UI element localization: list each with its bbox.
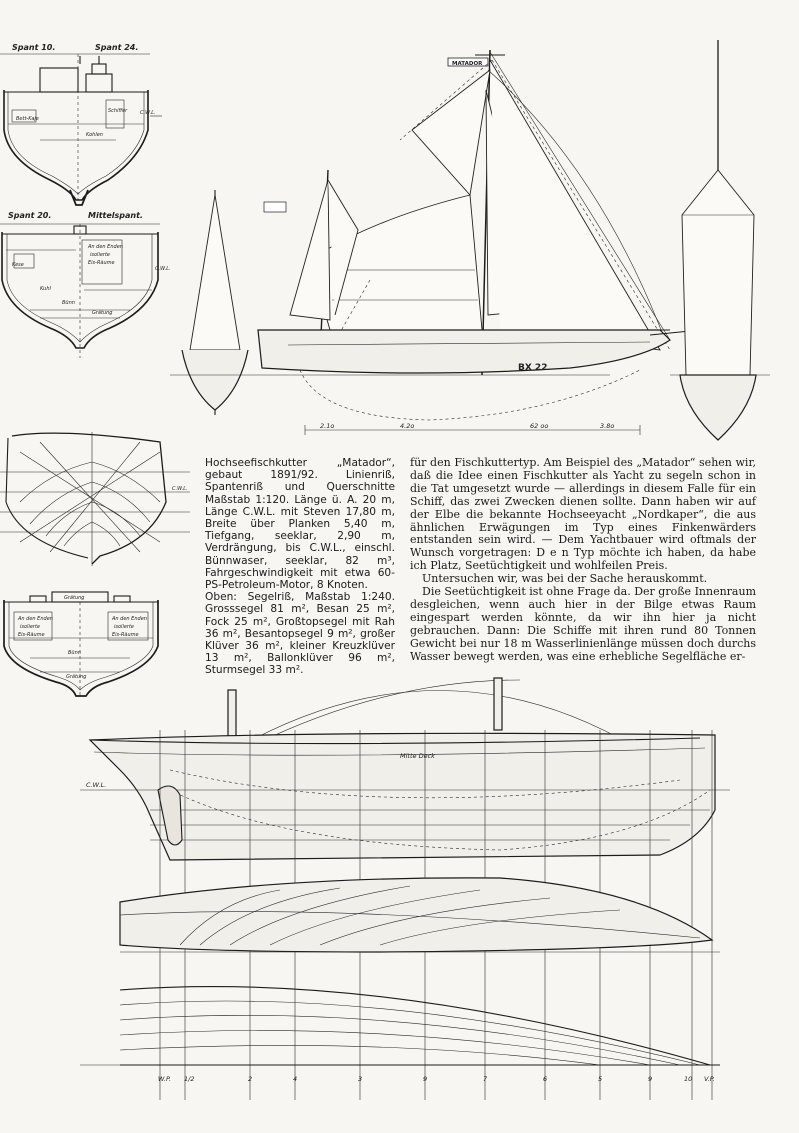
section-midship-drawing: Grätung An den Enden isolierte Eis-Räume…	[3, 591, 159, 697]
dim-4: 3.8o	[600, 422, 614, 430]
caption-spec: Hochseefischkutter „Matador“, gebaut 189…	[205, 457, 395, 592]
note-schiffer: Schiffer	[108, 108, 128, 114]
note-an-den-enden-1: An den Enden	[87, 244, 123, 250]
caption-sails: Oben: Segelriß, Maßstab 1:240. Grosssege…	[205, 591, 395, 677]
body-text: für den Fischkuttertyp. Am Beispiel des …	[410, 456, 757, 664]
note-eis-raeume-1: Eis-Räume	[88, 260, 115, 266]
note-graetung-2: Grätung	[64, 595, 84, 601]
dim-3: 62 oo	[530, 422, 548, 430]
label-spant-20: Spant 20.	[8, 211, 51, 220]
section-spant-20-drawing: Spant 20. Mittelspant. Kese Kuhl An den …	[0, 211, 171, 358]
dim-2: 4.2o	[400, 422, 414, 430]
station-label-9: 9	[648, 1075, 652, 1083]
note-an-den-enden-3: An den Enden	[111, 616, 147, 622]
station-label-11: V.P.	[704, 1075, 715, 1083]
body-plan-drawing: C.W.L.	[0, 432, 190, 566]
note-isolierte-1: isolierte	[90, 252, 110, 258]
note-kese: Kese	[12, 262, 24, 268]
station-label-4: 3	[358, 1075, 362, 1083]
label-mittelspant: Mittelspant.	[88, 211, 143, 220]
note-bett-kaje: Bett-Kaje	[16, 116, 39, 122]
label-spant-10: Spant 10.	[12, 43, 55, 52]
label-cwl-lines: C.W.L.	[86, 781, 106, 789]
station-label-8: 5	[598, 1075, 602, 1083]
note-graetung-1: Grätung	[92, 310, 112, 316]
note-eis-raeume-2: Eis-Räume	[18, 632, 45, 638]
body-paragraph-1: für den Fischkuttertyp. Am Beispiel des …	[410, 456, 756, 573]
note-eis-raeume-3: Eis-Räume	[112, 632, 139, 638]
note-graetung-3: Grätung	[66, 674, 86, 680]
label-cwl-2: C.W.L.	[155, 266, 171, 272]
label-mitte-deck: Mitte Deck	[400, 752, 435, 760]
label-cwl-3: C.W.L.	[172, 486, 188, 492]
station-label-2: 2	[248, 1075, 252, 1083]
body-paragraph-3: Die Seetüchtigkeit ist ohne Frage da. De…	[410, 585, 757, 663]
label-cwl-1: C.W.L.	[140, 110, 156, 116]
note-kohlen: Kohlen	[86, 132, 103, 138]
section-spant-10-24-drawing: Spant 10. Spant 24. Bett-Kaje Schiffer K…	[0, 43, 162, 206]
note-an-den-enden-2: An den Enden	[17, 616, 53, 622]
section-spant-10-24: Spant 10. Spant 24. Bett-Kaje Schiffer K…	[0, 40, 170, 206]
station-label-6: 7	[483, 1075, 488, 1083]
front-view-right	[670, 40, 770, 441]
section-spant-20-mittelspant: Spant 20. Mittelspant. Kese Kuhl An den …	[0, 210, 175, 360]
station-label-1: 1/2	[184, 1075, 194, 1083]
sail-plan-drawing: MATADOR BX 22 2.1o 4.2o	[170, 40, 770, 441]
station-label-0: W.P.	[158, 1075, 171, 1083]
station-label-3: 4	[293, 1075, 297, 1083]
sail-plan: MATADOR BX 22 2.1o 4.2o	[170, 30, 770, 445]
label-spant-24: Spant 24.	[95, 43, 138, 52]
body-paragraph-2: Untersuchen wir, was bei der Sache herau…	[422, 572, 708, 586]
note-bunn-1: Bünn	[62, 300, 75, 306]
hull-registration: BX 22	[518, 363, 547, 373]
station-label-10: 10	[684, 1075, 692, 1083]
station-label-7: 6	[543, 1075, 547, 1083]
station-label-5: 9	[423, 1075, 427, 1083]
caption: Hochseefischkutter „Matador“, gebaut 189…	[205, 457, 395, 677]
note-bunn-2: Bünn	[68, 650, 81, 656]
note-isolierte-2: isolierte	[20, 624, 40, 630]
body-plan: C.W.L.	[0, 432, 200, 567]
dim-1: 2.1o	[320, 422, 334, 430]
lines-plan: Mitte Deck C.W.L.	[80, 640, 730, 1120]
front-view-left	[170, 190, 610, 415]
flag-name: MATADOR	[452, 61, 483, 67]
note-isolierte-3: isolierte	[114, 624, 134, 630]
note-kuhl: Kuhl	[40, 286, 51, 292]
section-midship: Grätung An den Enden isolierte Eis-Räume…	[0, 588, 170, 698]
lines-plan-drawing: Mitte Deck C.W.L.	[80, 677, 730, 1100]
